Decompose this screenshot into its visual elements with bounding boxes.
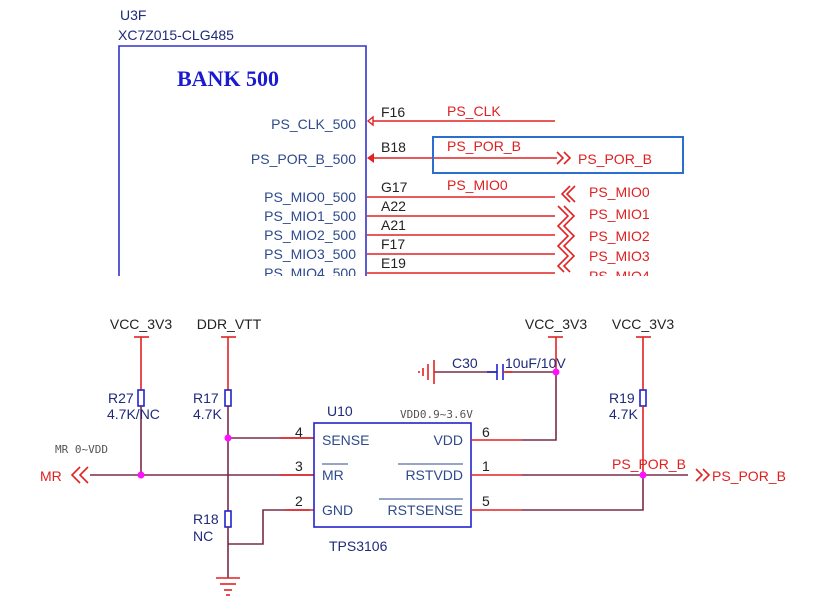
pin-number: G17 <box>381 179 408 195</box>
ref-c30: C30 <box>452 355 478 371</box>
pin-number: A22 <box>381 198 406 214</box>
ground-icon <box>216 577 240 596</box>
port-label: PS_MIO1 <box>589 206 650 222</box>
resistor-r27-icon <box>137 389 145 407</box>
junction-dot <box>137 471 145 479</box>
por-port-label: PS_POR_B <box>712 468 786 484</box>
mr-note: MR 0~VDD <box>55 443 108 456</box>
pin-row-ps-mio2: PS_MIO2_500 A21 PS_MIO2 <box>264 217 650 244</box>
net-label: PS_CLK <box>447 103 501 119</box>
pin-name-gnd: GND <box>322 502 353 518</box>
pin-number: E19 <box>381 255 406 271</box>
pin-num-3: 3 <box>295 458 303 474</box>
pin-num-6: 6 <box>482 424 490 440</box>
ic-ref: U10 <box>327 403 353 419</box>
power-label-r27: VCC_3V3 <box>110 316 172 332</box>
input-arrow-icon <box>367 153 374 163</box>
power-label-r19: VCC_3V3 <box>612 316 674 332</box>
pin-name: PS_POR_B_500 <box>251 151 356 167</box>
port-label: PS_MIO3 <box>589 248 650 264</box>
part-number: XC7Z015-CLG485 <box>118 27 234 43</box>
ic-supply-note: VDD0.9~3.6V <box>400 408 473 421</box>
pin-num-4: 4 <box>295 424 303 440</box>
pin-number: B18 <box>381 139 406 155</box>
bank-symbol-outline <box>118 45 367 278</box>
bank-title: BANK 500 <box>177 66 279 91</box>
output-port-icon <box>695 468 711 482</box>
pin-number: F17 <box>381 236 405 252</box>
pin-row-ps-mio0: PS_MIO0_500 G17 PS_MIO0 PS_MIO0 <box>264 177 650 205</box>
input-port-icon <box>70 466 89 484</box>
pin-row-ps-mio3: PS_MIO3_500 F17 PS_MIO3 <box>264 236 650 264</box>
pin-name: PS_MIO1_500 <box>264 208 356 224</box>
value-r18: NC <box>193 528 213 544</box>
pin-name-mr: MR <box>322 467 344 483</box>
wire-vdd <box>522 372 557 441</box>
bidirectional-port-icon <box>556 185 576 273</box>
pin-row-ps-mio1: PS_MIO1_500 A22 PS_MIO1 <box>264 198 650 224</box>
ic-part: TPS3106 <box>329 538 388 554</box>
pin-name-rstvdd: RSTVDD <box>405 467 463 483</box>
pin-num-5: 5 <box>482 493 490 509</box>
pin-row-ps-por-b: PS_POR_B_500 B18 PS_POR_B PS_POR_B <box>251 136 684 174</box>
junction-dot <box>224 434 232 442</box>
port-label: PS_MIO2 <box>589 228 650 244</box>
junction-dot <box>552 368 560 376</box>
capacitor-c30-icon <box>487 364 512 380</box>
pin-name: PS_MIO2_500 <box>264 227 356 243</box>
ref-r17: R17 <box>193 390 219 406</box>
port-label: PS_POR_B <box>578 151 652 167</box>
net-label: PS_POR_B <box>447 138 521 154</box>
pin-num-1: 1 <box>482 458 490 474</box>
mr-port-label: MR <box>40 468 62 484</box>
value-r17: 4.7K <box>193 406 222 422</box>
value-r27: 4.7K/NC <box>107 406 160 422</box>
pin-name-sense: SENSE <box>322 432 369 448</box>
junction-dot <box>639 471 647 479</box>
power-label-r17: DDR_VTT <box>197 316 262 332</box>
value-r19: 4.7K <box>609 406 638 422</box>
pin-row-ps-clk: PS_CLK_500 F16 PS_CLK <box>271 103 555 132</box>
pin-name: PS_MIO3_500 <box>264 246 356 262</box>
pin-name-vdd: VDD <box>433 432 463 448</box>
ref-r18: R18 <box>193 511 219 527</box>
part-ref-u3f: U3F <box>120 7 146 23</box>
pin-name: PS_MIO0_500 <box>264 189 356 205</box>
power-label-c30: VCC_3V3 <box>525 316 587 332</box>
highlight-box <box>432 136 684 174</box>
ref-r19: R19 <box>609 390 635 406</box>
crop-mask <box>100 276 720 286</box>
wire-rstsense <box>522 475 644 511</box>
pin-name-rstsense: RSTSENSE <box>388 502 463 518</box>
resistor-r19-icon <box>639 389 647 407</box>
resistor-r17-icon <box>224 389 232 407</box>
pin-number: F16 <box>381 104 405 120</box>
net-label: PS_MIO0 <box>447 177 508 193</box>
pin-name: PS_CLK_500 <box>271 116 356 132</box>
por-net-label: PS_POR_B <box>612 456 686 472</box>
power-symbol-icon <box>134 336 651 348</box>
input-arrow-icon <box>366 115 374 127</box>
value-c30: 10uF/10V <box>505 355 566 371</box>
port-label: PS_MIO0 <box>589 184 650 200</box>
wire-gnd <box>228 509 310 545</box>
resistor-r18-icon <box>224 510 232 528</box>
output-port-icon <box>556 151 572 165</box>
ground-icon <box>418 360 435 384</box>
pin-number: A21 <box>381 217 406 233</box>
pin-num-2: 2 <box>295 493 303 509</box>
ref-r27: R27 <box>108 390 134 406</box>
